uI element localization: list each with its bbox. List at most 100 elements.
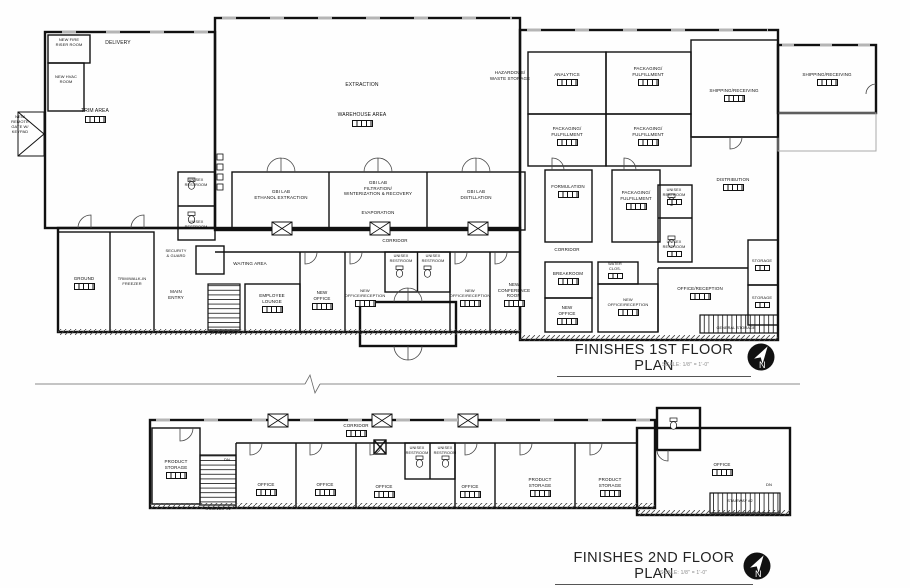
room-label-new-office-2: NEW OFFICE [551,305,583,325]
label-f2-dn-1: DN [224,457,230,462]
finish-tag [666,198,682,205]
room-label-delivery: DELIVERY [105,40,131,46]
room-label-lab-filtration: GBI LAB FILTRATION/ WINTERIZATION & RECO… [343,180,413,197]
finish-tag [816,79,838,87]
room-label-hazardous-waste: HAZARDOUS/ WASTE STORAGE [489,70,531,81]
match-line [35,373,800,395]
room-label-lounge: EMPLOYEE LOUNGE [252,293,292,313]
label-f2-dn-2: DN [766,482,772,487]
finish-tag [711,469,733,477]
finish-tag [599,489,621,497]
room-label-f2-office-4: OFFICE [455,484,485,499]
finish-tag [617,308,639,316]
svg-text:N: N [759,360,766,370]
finish-tag [373,491,395,499]
finish-tag [557,278,579,286]
north-arrow-icon: N [747,343,775,371]
room-label-restroom-mid-2: UNISEX RESTROOM [421,254,445,263]
finish-tag [311,302,333,310]
floor2-plan-title: FINISHES 2ND FLOOR PLAN [555,550,753,585]
finish-tag [345,430,367,438]
floor2-plan-scale: SCALE: 1/8" = 1'-0" [660,570,708,576]
room-label-f2-stairway-2: STAIRWAY #2 [727,499,753,503]
finish-tag [73,283,95,291]
room-label-f2-corridor: CORRIDOR [334,423,378,438]
finish-tag [607,272,623,279]
room-label-extraction: EXTRACTION [345,82,379,88]
room-label-warehouse: WAREHOUSE AREA [322,112,402,127]
finish-tag [556,138,578,146]
finish-tag [84,115,106,123]
room-label-corridor-east: CORRIDOR [554,247,580,252]
room-label-hvac: NEW HVAC ROOM [54,74,78,84]
floor1-plan-title: FINISHES 1ST FLOOR PLAN [557,342,751,377]
room-label-formulation: FORMULATION [542,184,594,199]
room-label-restroom-mid-1: UNISEX RESTROOM [389,254,413,263]
room-label-water-closet: WATER CLOS. [600,262,630,279]
finish-tag [637,138,659,146]
room-label-restroom-east-1: UNISEX RESTROOM [659,188,689,205]
room-label-distribution: DISTRIBUTION [705,177,761,192]
finish-tag [556,317,578,325]
finish-tag [723,95,745,103]
room-label-fire-riser: NEW FIRE RISER ROOM [55,37,83,47]
room-label-ground: GROUND [62,276,106,291]
room-label-storage-1: STORAGE [745,258,779,271]
room-label-new-office-reception-1: NEW OFFICE/RECEPTION [343,288,387,307]
room-label-main-entry: MAIN ENTRY [168,289,184,300]
room-label-new-office-1: NEW OFFICE [307,290,337,310]
loading-dock-slab [777,112,877,152]
room-label-lab-ethanol: GBI LAB ETHANOL EXTRACTION [254,189,308,200]
finish-tag [637,78,659,86]
finish-tag [666,250,682,257]
room-label-waiting: WAITING AREA [233,261,267,266]
room-label-conference: NEW CONFERENCE ROOM [492,282,536,308]
room-label-shipping-annex: SHIPPING/RECEIVING [792,72,862,87]
room-label-analytics: ANALYTICS [545,72,589,87]
room-label-f2-office-3: OFFICE [369,484,399,499]
electrical-panels [216,153,224,191]
room-label-remote-gate: NEW REMOTE GATE W/ KEYPAD [11,114,29,134]
stairway-1-floor2 [199,454,237,506]
wall-openings [62,16,872,422]
finish-tag [722,184,744,192]
room-label-f2-restroom-1: UNISEX RESTROOM [405,446,429,455]
room-label-stairway1: STAIRWAY #1 [211,331,237,335]
room-label-f2-stairway-1: STAIRWAY #1 [205,507,231,511]
room-label-new-office-reception-2: NEW OFFICE/RECEPTION [446,288,494,307]
room-label-f2-office-2: OFFICE [310,482,340,497]
floor1-existing-wall-hatch [58,329,778,341]
finish-tag [754,264,770,271]
finish-tag [689,293,711,301]
room-label-general-storage: GENERAL STORAGE [716,326,756,330]
room-label-breakroom: BREAKROOM [545,271,591,286]
room-label-packaging-1: PACKAGING/ FULFILLMENT [624,66,672,86]
finish-tag [314,489,336,497]
svg-text:N: N [755,569,762,579]
finish-tag [754,301,770,308]
finish-tag [557,191,579,199]
stairway-2-floor1 [699,314,779,334]
finish-tag [354,299,376,307]
finish-tag [529,489,551,497]
finish-tag [556,79,578,87]
room-label-packaging-4: PACKAGING/ FULFILLMENT [612,190,660,210]
room-label-storage-2: STORAGE [745,295,779,308]
room-label-f2-product-storage-3: PRODUCT STORAGE [589,477,631,497]
room-label-f2-product-storage-2: PRODUCT STORAGE [519,477,561,497]
room-label-security: SECURITY & GUARD [165,248,187,258]
floor1-plan-scale: SCALE: 1/8" = 1'-0" [662,362,710,368]
room-label-trim-area: TRIM AREA [70,108,120,123]
finish-tag [165,471,187,479]
finish-tag [625,202,647,210]
remote-gate-symbol [17,111,45,157]
room-label-f2-office-1: OFFICE [251,482,281,497]
north-arrow-icon: N [743,552,771,580]
doors-floor1 [77,83,877,361]
room-label-new-office-reception-3: NEW OFFICE/RECEPTION [604,297,652,316]
room-label-evaporation: EVAPORATION [361,210,395,215]
room-label-freezer: TRIM/WALK-IN FREEZER [117,276,147,286]
room-label-packaging-2: PACKAGING/ FULFILLMENT [543,126,591,146]
